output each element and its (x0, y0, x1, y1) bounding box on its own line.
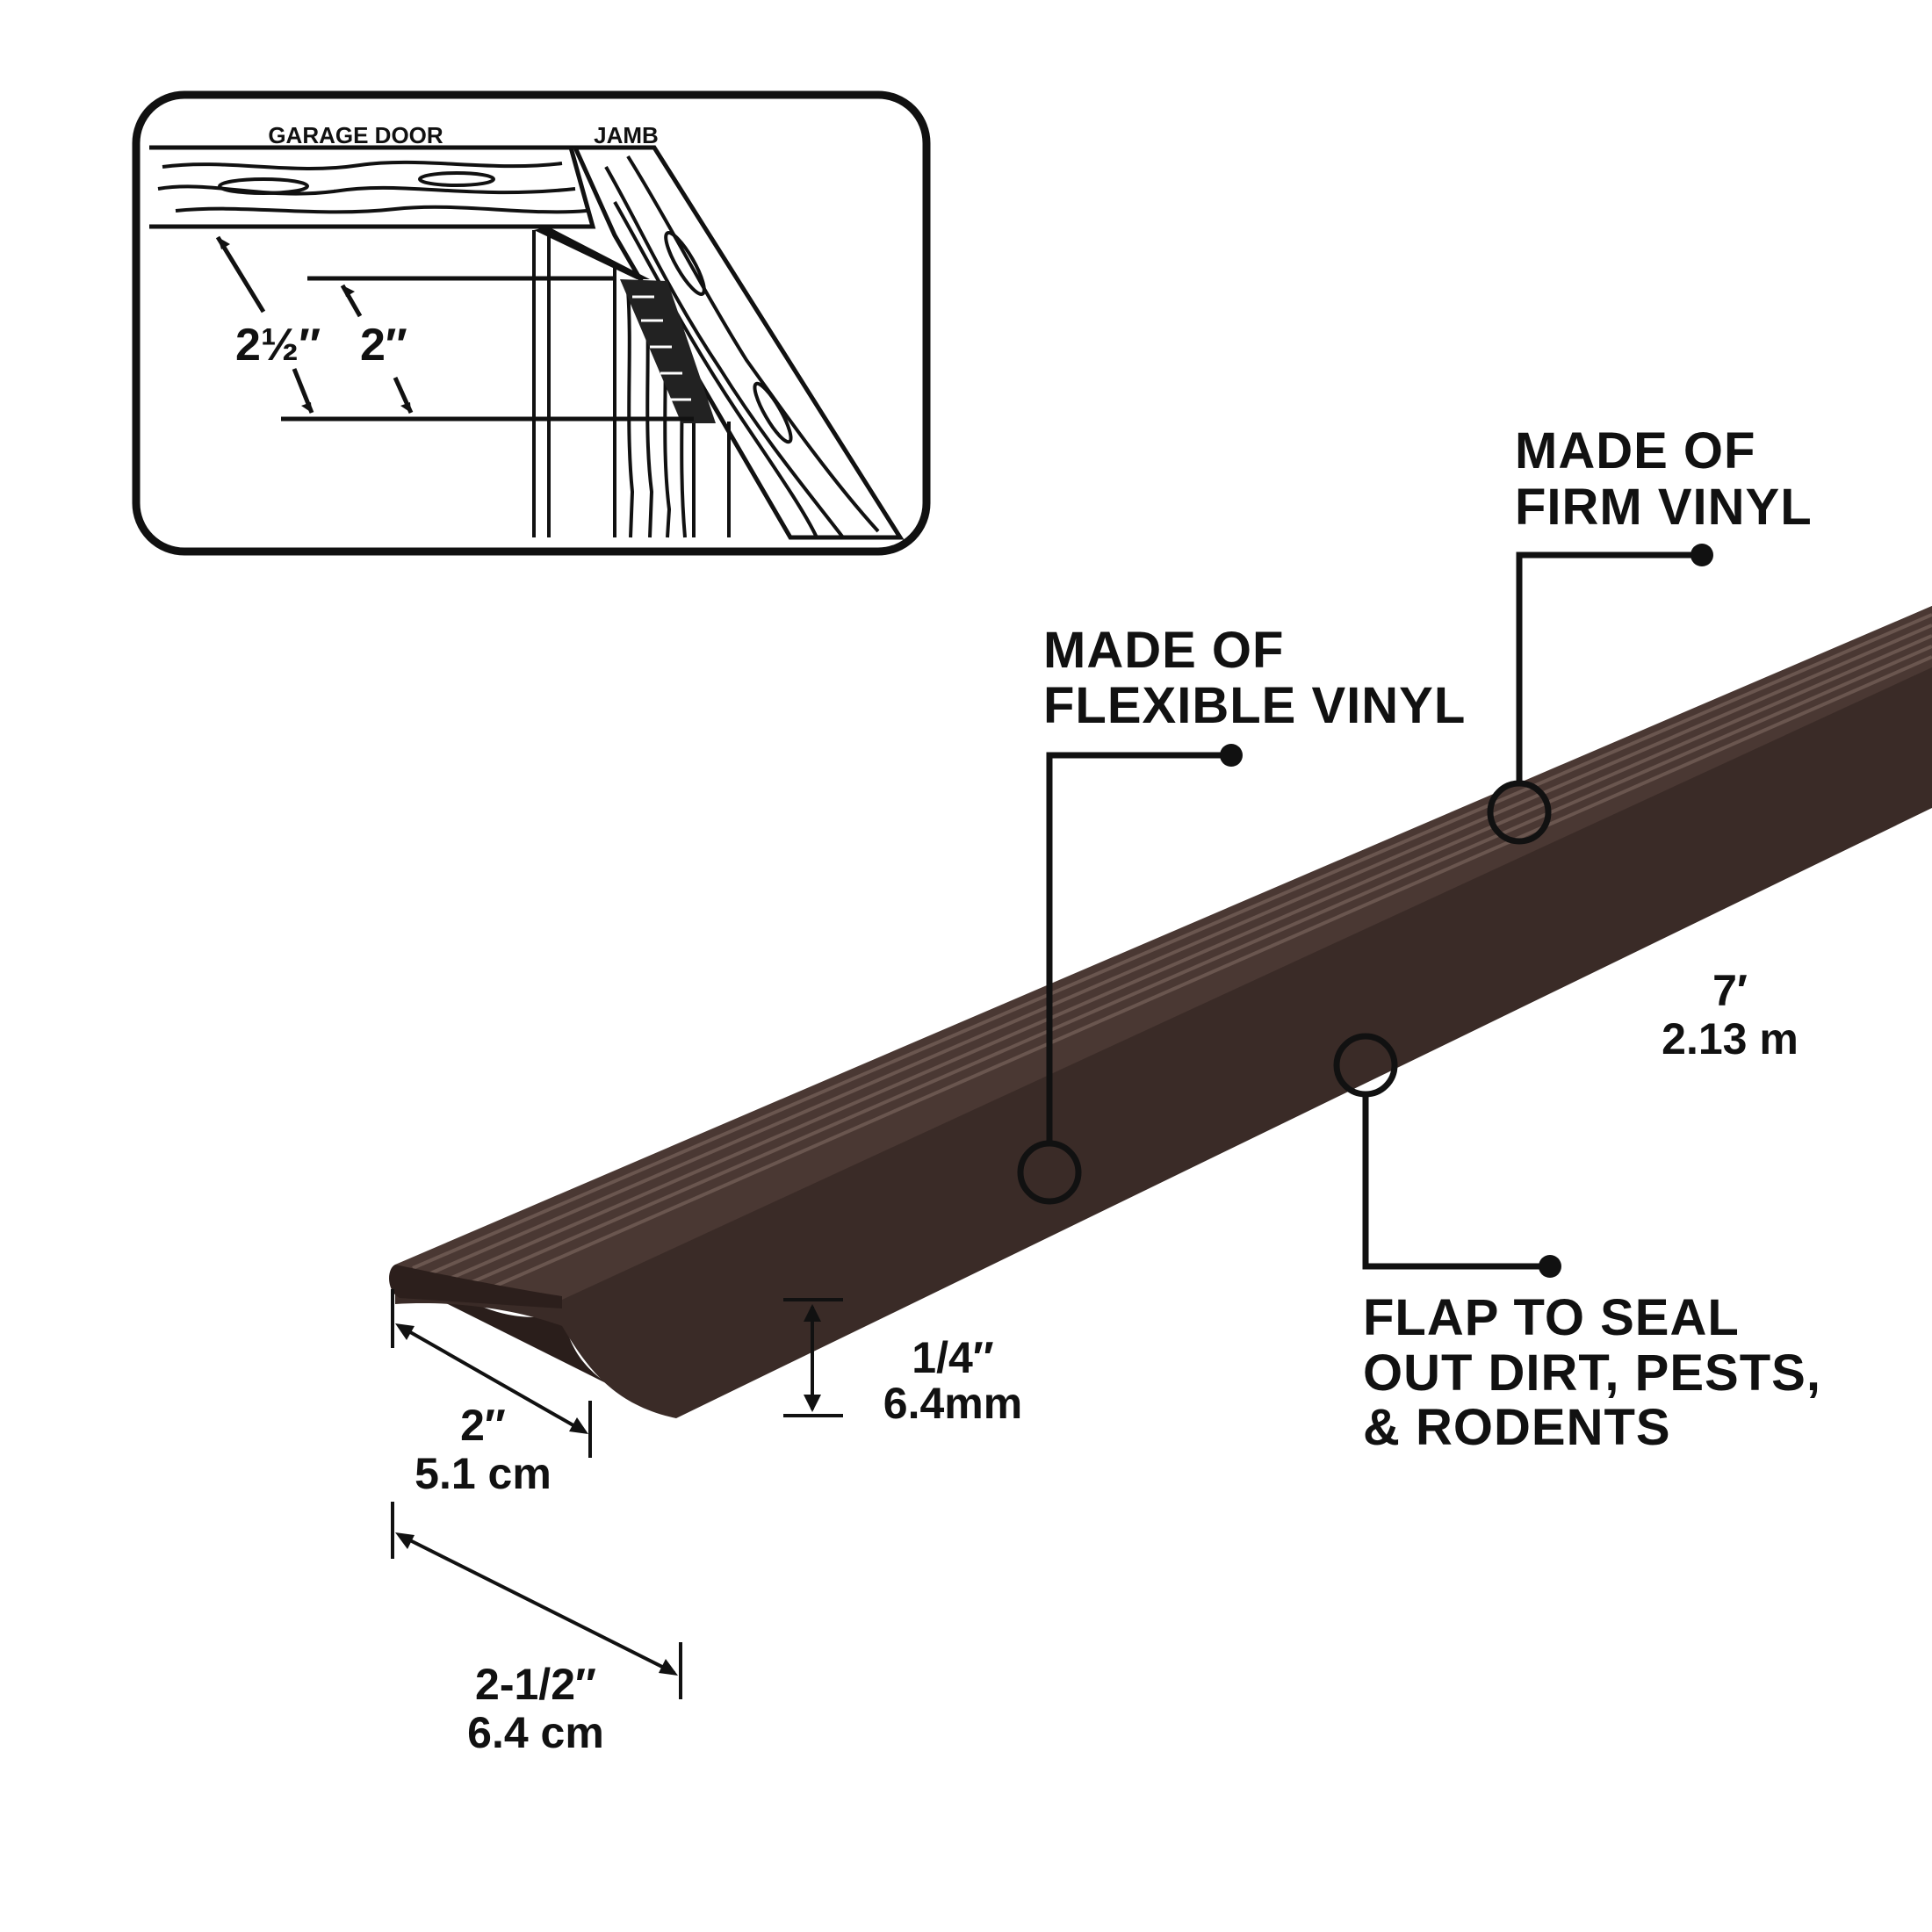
installation-inset: GARAGE DOOR JAMB 2½″ 2″ (132, 90, 931, 556)
inset-dim-outer: 2½″ (235, 320, 321, 371)
flap-width-imperial: 2″ (460, 1401, 506, 1450)
dimension-total-width: 2-1/2″ 6.4 cm (391, 1502, 682, 1757)
firm-vinyl-line2: FIRM VINYL (1515, 479, 1813, 536)
garage-door-board (149, 145, 596, 229)
flap-line2: OUT DIRT, PESTS, (1363, 1344, 1821, 1402)
callout-flap: FLAP TO SEAL OUT DIRT, PESTS, & RODENTS (1333, 1033, 1821, 1456)
firm-vinyl-line1: MADE OF (1515, 422, 1755, 479)
flexible-vinyl-line1: MADE OF (1043, 622, 1284, 679)
flap-line1: FLAP TO SEAL (1363, 1289, 1740, 1346)
garage-door-label: GARAGE DOOR (268, 122, 443, 148)
seal-section (534, 227, 716, 423)
dimension-thickness: 1/4″ 6.4mm (783, 1298, 1022, 1428)
dimension-flap-width: 2″ 5.1 cm (391, 1289, 592, 1498)
jamb-label: JAMB (594, 122, 659, 148)
thickness-imperial: 1/4″ (912, 1333, 994, 1382)
total-width-metric: 6.4 cm (467, 1708, 604, 1757)
jamb-board (572, 145, 905, 540)
inset-dim-inner: 2″ (360, 320, 407, 371)
strip-end-cap (389, 1265, 562, 1308)
total-width-imperial: 2-1/2″ (475, 1660, 596, 1709)
strip-ribs (412, 613, 1932, 1289)
length-metric: 2.13 m (1662, 1014, 1799, 1063)
callout-flexible-vinyl: MADE OF FLEXIBLE VINYL (1017, 622, 1466, 1205)
flap-line3: & RODENTS (1363, 1399, 1671, 1456)
thickness-metric: 6.4mm (883, 1379, 1022, 1428)
flexible-vinyl-line2: FLEXIBLE VINYL (1043, 677, 1466, 734)
callout-firm-vinyl: MADE OF FIRM VINYL (1487, 422, 1813, 845)
length-imperial: 7′ (1712, 966, 1748, 1015)
flap-width-metric: 5.1 cm (415, 1449, 551, 1498)
inset-dimension-lines (215, 235, 694, 422)
dimension-length: 7′ 2.13 m (1662, 966, 1799, 1063)
